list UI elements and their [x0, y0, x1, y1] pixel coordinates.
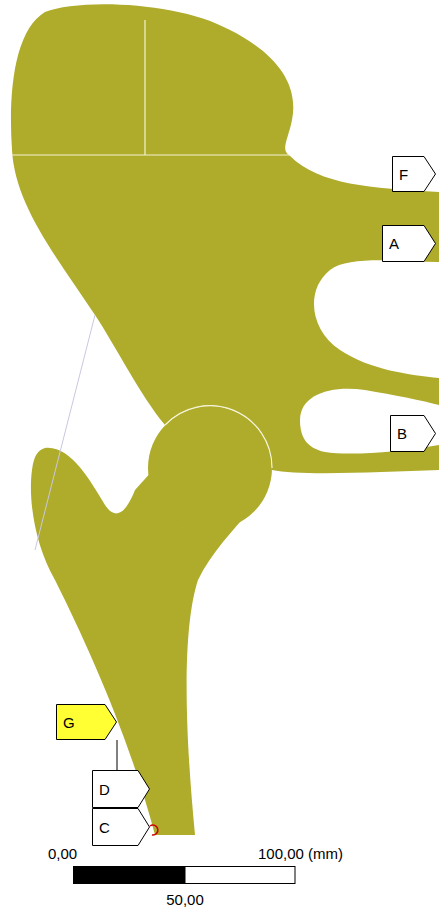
- femoral-head: [148, 406, 272, 530]
- scale-white: [185, 867, 295, 884]
- load-tag: D: [92, 770, 150, 808]
- load-tag: A: [382, 225, 436, 262]
- scale-mid: 50,00: [166, 892, 204, 907]
- tag-outline: [93, 771, 150, 808]
- tag-outline: [383, 226, 436, 262]
- tag-outline: [391, 416, 436, 452]
- tag-outline: [93, 809, 150, 846]
- tag-outline: [57, 705, 117, 740]
- tag-letter: F: [399, 167, 408, 182]
- load-tag: B: [390, 415, 436, 452]
- pelvis: [11, 4, 439, 473]
- tag-letter: G: [63, 715, 75, 730]
- load-tag: F: [392, 156, 436, 192]
- tag-letter: D: [99, 782, 110, 797]
- load-tag: G: [56, 704, 117, 740]
- spring-line: [35, 315, 95, 550]
- leader-line: [117, 740, 118, 770]
- tag-letter: C: [99, 820, 110, 835]
- pelvis-hole: [300, 389, 439, 454]
- tag-letter: B: [397, 426, 407, 441]
- joint-arc: [165, 406, 272, 468]
- tag-outline: [393, 157, 436, 192]
- scale-start: 0,00: [48, 846, 77, 861]
- tag-shape: [392, 156, 436, 192]
- tag-shape: [390, 415, 436, 452]
- tag-letter: A: [389, 236, 399, 251]
- load-tag: C: [92, 808, 150, 846]
- scale-black: [73, 866, 185, 884]
- scale-end: 100,00 (mm): [258, 846, 343, 861]
- split-line: [12, 20, 290, 155]
- support-mark: [150, 825, 158, 835]
